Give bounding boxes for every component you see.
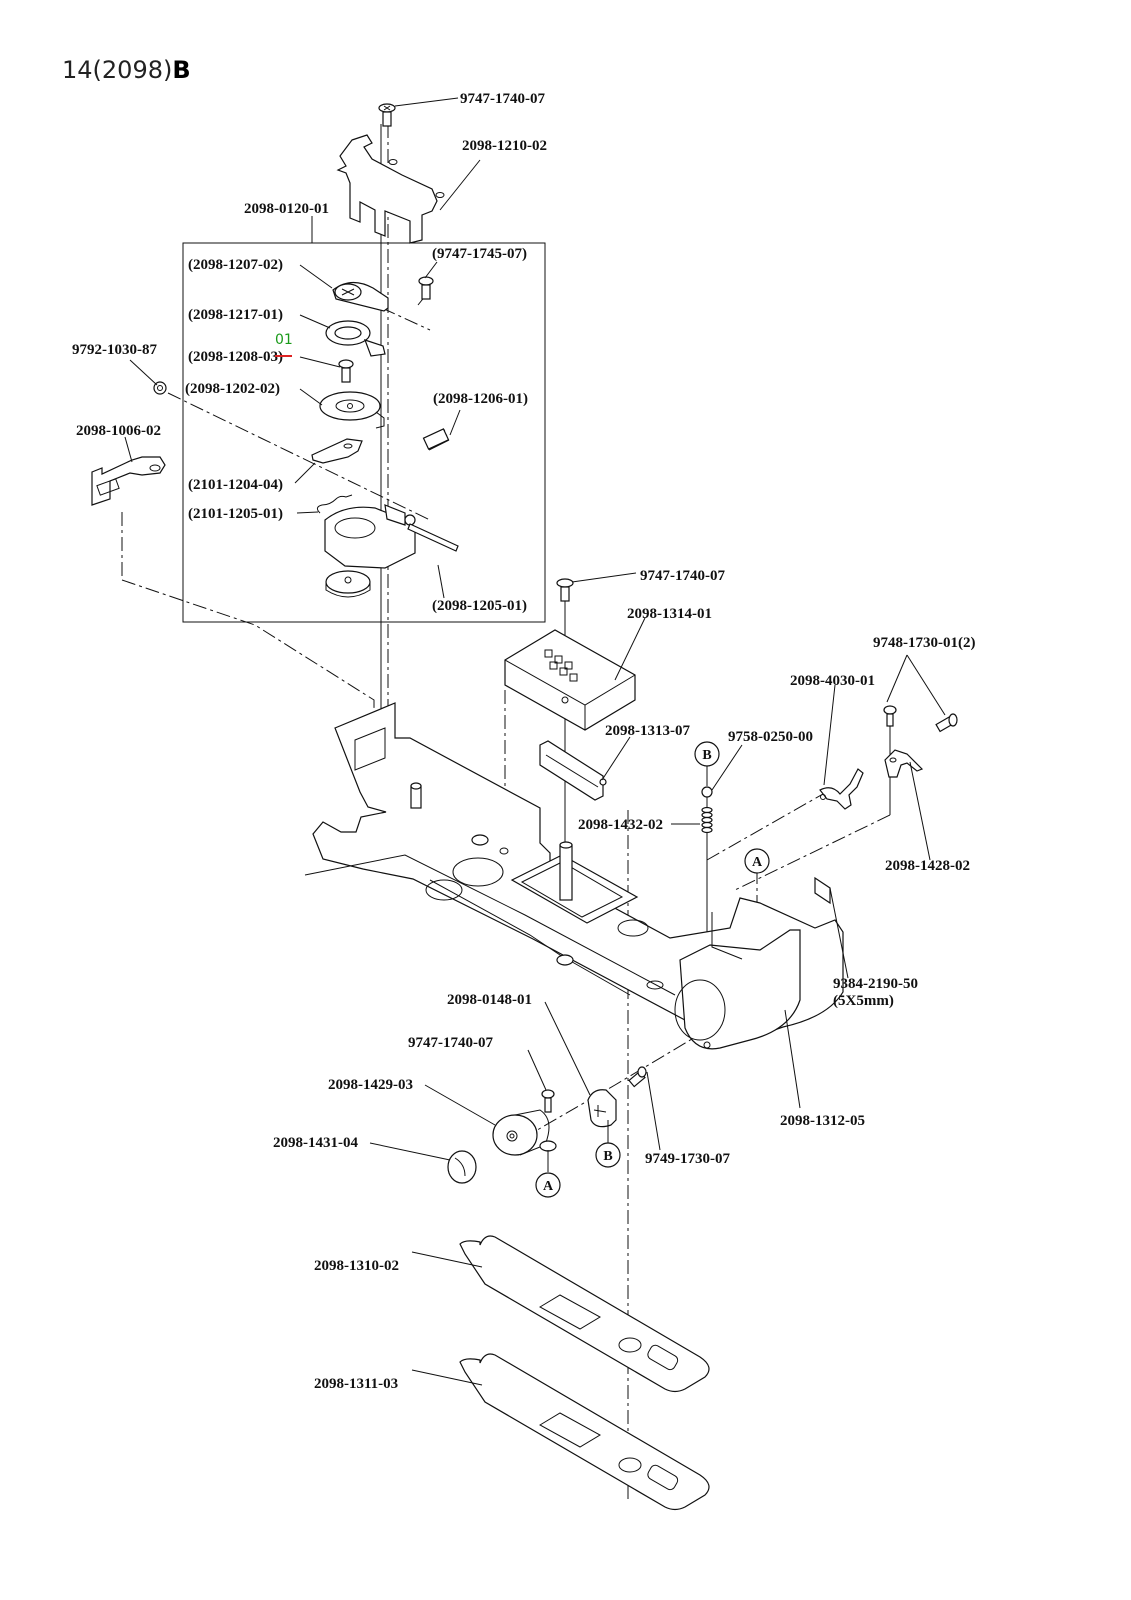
label-screw-small: (9747-1745-07) xyxy=(432,246,527,262)
label-bracket-left: 2098-1006-02 xyxy=(76,423,161,439)
marker-b-bottom-text: B xyxy=(603,1149,612,1164)
pin-part xyxy=(407,523,459,552)
label-knob-cap: 2098-1431-04 xyxy=(273,1135,358,1151)
bottom-disk-part xyxy=(325,570,371,598)
dial-base-part xyxy=(319,391,385,429)
label-grip-cover: 2098-1312-05 xyxy=(780,1113,865,1129)
knob-assembly-part xyxy=(587,1089,617,1128)
contact-strip-part xyxy=(539,740,607,801)
marker-b-top-text: B xyxy=(702,748,711,763)
washer-icon xyxy=(153,381,167,395)
label-ball: 9758-0250-00 xyxy=(728,729,813,745)
sheet-upper-part xyxy=(459,1235,710,1393)
label-coil-spring: 2098-1432-02 xyxy=(578,817,663,833)
latch-part xyxy=(819,768,864,810)
screw-side-icon xyxy=(628,1066,647,1088)
assembly-box xyxy=(182,242,546,623)
label-spring: (2098-1206-01) xyxy=(433,391,528,407)
knob-cap-part xyxy=(447,1150,477,1184)
screw-bottom-icon xyxy=(541,1089,555,1113)
label-screw-right-top: 9747-1740-07 xyxy=(640,568,725,584)
label-dial-plate: (2098-1207-02) xyxy=(188,257,283,273)
sheet-lower-part xyxy=(459,1353,710,1511)
screw-pair-vertical-icon xyxy=(883,705,897,727)
knob-body-part xyxy=(492,1109,557,1156)
label-latch-plate: 2098-1428-02 xyxy=(885,858,970,874)
wire-spring-part xyxy=(316,494,353,514)
label-tape-size: (5X5mm) xyxy=(833,993,894,1009)
contact-block-part xyxy=(504,629,636,731)
label-screw-mid: (2098-1208-03) xyxy=(188,349,283,365)
label-knob-body: 2098-1429-03 xyxy=(328,1077,413,1093)
label-washer: 9792-1030-87 xyxy=(72,342,157,358)
tape-part xyxy=(814,876,831,905)
coil-spring-icon xyxy=(701,806,713,834)
page-title-suffix: B xyxy=(172,56,191,84)
label-screw-side: 9749-1730-07 xyxy=(645,1151,730,1167)
screw-pair-angled-icon xyxy=(935,713,958,733)
label-pin: (2098-1205-01) xyxy=(432,598,527,614)
spring-part xyxy=(422,428,450,451)
screw-top-icon xyxy=(378,103,396,127)
screw-mid-icon xyxy=(338,359,354,383)
top-cover-part xyxy=(336,134,445,244)
grip-cover-part xyxy=(674,912,801,1050)
screw-right-top-icon xyxy=(556,578,574,602)
marker-a-top: A xyxy=(744,848,770,874)
dial-plate-part xyxy=(332,281,389,312)
part-labels: 9747-1740-07 2098-1210-02 2098-0120-01 (… xyxy=(72,91,975,1392)
marker-a-bottom-text: A xyxy=(543,1179,554,1194)
marker-b-top: B xyxy=(694,741,720,767)
lever-part xyxy=(311,438,363,464)
bracket-left-part xyxy=(91,456,166,506)
label-screw-mid-correction: 01 xyxy=(275,332,293,348)
marker-a-top-text: A xyxy=(752,855,763,870)
marker-b-bottom: B xyxy=(595,1142,621,1168)
label-tape: 9384-2190-50 xyxy=(833,976,918,992)
label-sheet-lower: 2098-1311-03 xyxy=(314,1376,398,1392)
ring-part xyxy=(325,320,386,357)
label-ring: (2098-1217-01) xyxy=(188,307,283,323)
label-cover-top: 2098-1210-02 xyxy=(462,138,547,154)
leader-lines xyxy=(124,97,946,1386)
label-wire-spring: (2101-1205-01) xyxy=(188,506,283,522)
page-title-text: 14(2098) xyxy=(62,56,173,84)
dial-housing-part xyxy=(324,504,416,569)
label-screw-bottom: 9747-1740-07 xyxy=(408,1035,493,1051)
label-lever: (2101-1204-04) xyxy=(188,477,283,493)
label-assembly: 2098-0120-01 xyxy=(244,201,329,217)
page-title: 14(2098)B xyxy=(62,56,191,84)
latch-plate-part xyxy=(884,749,924,778)
marker-a-bottom: A xyxy=(535,1172,561,1198)
label-latch: 2098-4030-01 xyxy=(790,673,875,689)
label-knob-assembly: 2098-0148-01 xyxy=(447,992,532,1008)
label-contact-block: 2098-1314-01 xyxy=(627,606,712,622)
ball-icon xyxy=(701,786,713,798)
screw-small-icon xyxy=(418,276,434,300)
label-dial-base: (2098-1202-02) xyxy=(185,381,280,397)
label-sheet-upper: 2098-1310-02 xyxy=(314,1258,399,1274)
label-screw-top: 9747-1740-07 xyxy=(460,91,545,107)
label-screws-pair: 9748-1730-01(2) xyxy=(873,635,975,651)
label-contact-strip: 2098-1313-07 xyxy=(605,723,690,739)
